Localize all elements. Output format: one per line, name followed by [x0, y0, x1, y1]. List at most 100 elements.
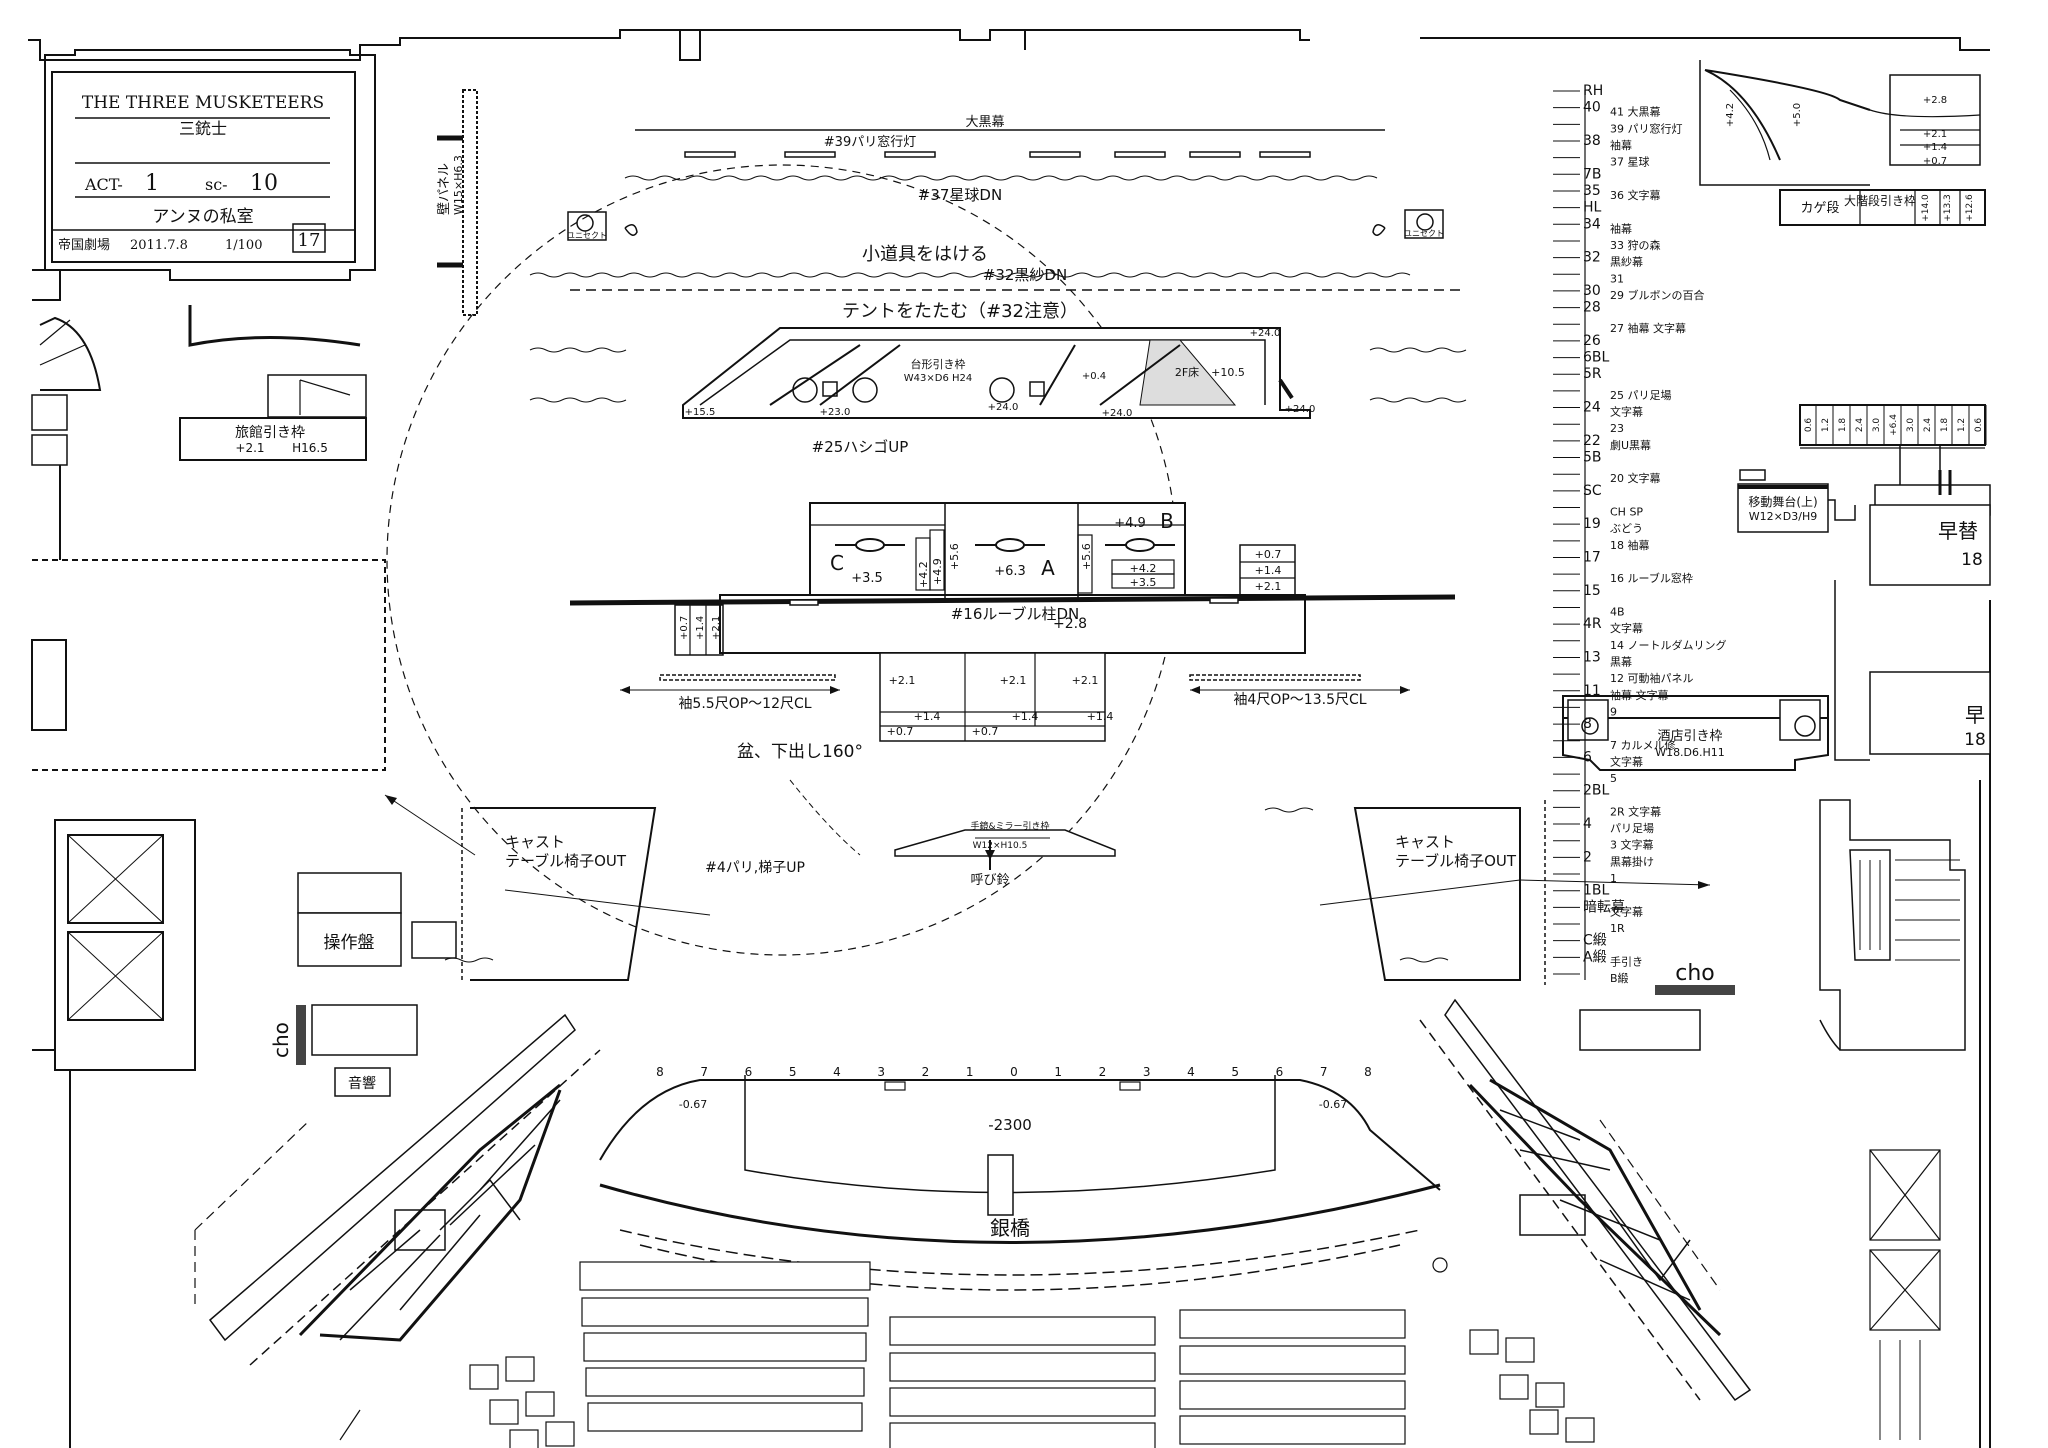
plus28-label: +2.8 — [1053, 616, 1087, 632]
silver-bridge-label: 銀橋 — [990, 1216, 1030, 1240]
line-set-number: SC — [1583, 483, 1602, 499]
platform-height-mark: +24.0 — [988, 402, 1019, 413]
line-set-name: 36 文字幕 — [1610, 188, 1661, 202]
sleeves: 袖5.5尺OP〜12尺CL 袖4尺OP〜13.5尺CL — [620, 674, 1410, 712]
line-set-name: パリ足場 — [1610, 822, 1654, 835]
line-set-number: 5R — [1583, 366, 1602, 382]
platform-b-value: +4.9 — [1114, 516, 1146, 531]
seat-row — [587, 1402, 863, 1432]
mark-l21: +2.1 — [711, 616, 722, 640]
elevator-left — [54, 819, 196, 1071]
seat-row — [1179, 1380, 1406, 1410]
right-big-stairs: カゲ段 大階段引き枠 +2.8+2.1+1.4+0.7+4.2+5.0 +14.… — [1699, 60, 1986, 226]
line-set-number: 26 — [1583, 333, 1601, 349]
wall-panel: 壁パネル W15×H6.3 — [437, 89, 478, 316]
inn-frame-label: 旅館引き枠 — [235, 424, 305, 441]
mark-l07: +0.7 — [679, 616, 690, 640]
platform-height-mark: +15.5 — [685, 407, 716, 418]
seat-row — [585, 1367, 865, 1397]
seat-block — [505, 1356, 535, 1382]
line-set-name: 16 ルーブル窓枠 — [1610, 571, 1693, 585]
line-set-name: 25 パリ足場 — [1610, 389, 1672, 402]
cast-right-line1: キャスト — [1395, 833, 1455, 851]
mark-b35: +3.5 — [1130, 576, 1157, 589]
line-set-name: 37 星球 — [1610, 155, 1650, 169]
seat-row — [581, 1297, 869, 1327]
line-set-name: 12 可動袖パネル — [1610, 671, 1694, 685]
sound-label: 音響 — [348, 1075, 376, 1092]
line-set-name: 33 狩の森 — [1610, 238, 1661, 252]
console-label: 操作盤 — [324, 933, 375, 953]
pit-left-depth: -0.67 — [679, 1098, 707, 1111]
bar39-label: #39パリ窓行灯 — [824, 134, 916, 150]
line-set-name: 1 — [1610, 872, 1617, 885]
platform-label: 台形引き枠 — [911, 357, 966, 371]
platform-height-mark: +24.0 — [1285, 404, 1316, 415]
line-set-name: 4B — [1610, 605, 1625, 618]
bar32-label: #32黒紗DN — [983, 266, 1067, 284]
step-height-mark: +1.4 — [914, 710, 941, 723]
inn-frame-size: H16.5 — [292, 441, 328, 455]
kage-label: カゲ段 — [1800, 201, 1839, 216]
scale: 1/100 — [225, 238, 262, 253]
pit-number: 4 — [833, 1065, 841, 1079]
line-set-number: 34 — [1583, 216, 1601, 232]
line-set-number: HL — [1583, 200, 1602, 216]
title-block: THE THREE MUSKETEERS 三銃士 ACT- 1 sc- 10 ア… — [44, 49, 376, 281]
tavern-frame: 酒店引き枠 W18.D6.H11 — [1562, 695, 1829, 771]
wall-panel-dims: W15×H6.3 — [452, 155, 465, 215]
pit-number: 8 — [1364, 1065, 1372, 1079]
act-label: ACT- — [84, 175, 123, 194]
stairs-height-mark: +0.7 — [1923, 156, 1947, 167]
line-set-name: 9 — [1610, 705, 1617, 718]
panel-height-mark: 1.2 — [1957, 418, 1967, 432]
line-set-name: 3 文字幕 — [1610, 838, 1654, 852]
mirror-frame: 手鏡&ミラー引き枠 W12×H10.5 呼び鈴 — [894, 820, 1116, 888]
black-curtain-label: 大黒幕 — [965, 115, 1004, 130]
left-curved-stage — [31, 316, 102, 466]
panel-height-mark: 3.0 — [1906, 418, 1916, 433]
quick-change-areas: 早替 18 早 18 — [1834, 504, 1991, 761]
seat-row — [1179, 1309, 1406, 1339]
step-height-mark: +0.7 — [972, 725, 999, 738]
line-set-number: 35 — [1583, 183, 1601, 199]
mark-r14: +1.4 — [1255, 564, 1282, 577]
pit-number: 2 — [922, 1065, 930, 1079]
line-set-name: 20 文字幕 — [1610, 471, 1661, 485]
pit-number: 5 — [1231, 1065, 1239, 1079]
panel-height-mark: +6.4 — [1889, 414, 1899, 436]
line-set-name: 18 袖幕 — [1610, 538, 1650, 552]
line-set-number: 22 — [1583, 433, 1601, 449]
line-set-name: 14 ノートルダムリング — [1610, 638, 1727, 652]
bar25-label: #25ハシゴUP — [812, 438, 909, 456]
seat-row — [889, 1387, 1156, 1417]
central-platform: C A B +3.5 +6.3 +4.9 +4.2 +4.9 +5.6 +5.6… — [569, 502, 1456, 656]
truss-right — [1419, 998, 1752, 1402]
stairs-height-mark: +4.2 — [1725, 103, 1736, 127]
line-set-number: 24 — [1583, 400, 1601, 416]
step-height-mark: +0.7 — [887, 725, 914, 738]
line-set-name: 文字幕 — [1610, 754, 1643, 768]
step-height-mark: +2.1 — [1000, 674, 1027, 687]
seat-row — [579, 1261, 871, 1291]
line-set-name: 劇U黒幕 — [1610, 438, 1651, 452]
seat-block — [469, 1364, 499, 1390]
line-set-name: 黒幕 — [1610, 654, 1632, 668]
line-set-number: 7B — [1583, 166, 1602, 182]
line-set-number: 38 — [1583, 133, 1601, 149]
big-stairs-label: 大階段引き枠 — [1844, 193, 1916, 208]
line-set-number: RH — [1583, 83, 1603, 99]
line-set-name: 23 — [1610, 422, 1624, 435]
line-set-number: A緞 — [1583, 949, 1607, 965]
line-set-number: 40 — [1583, 100, 1601, 116]
stairs-height-mark: +2.8 — [1923, 95, 1947, 106]
line-set-name: 文字幕 — [1610, 405, 1643, 419]
line-set-number: 15 — [1583, 583, 1601, 599]
line-set-number: 2BL — [1583, 783, 1610, 799]
kage-height-mark: +14.0 — [1921, 194, 1931, 222]
title-jp: 三銃士 — [179, 119, 227, 138]
cho-left-label: cho — [269, 1022, 293, 1058]
platform-height-mark: +24.0 — [1250, 328, 1281, 339]
bar37-label: #37星球DN — [918, 186, 1002, 204]
line-set-name: 27 袖幕 文字幕 — [1610, 321, 1686, 335]
